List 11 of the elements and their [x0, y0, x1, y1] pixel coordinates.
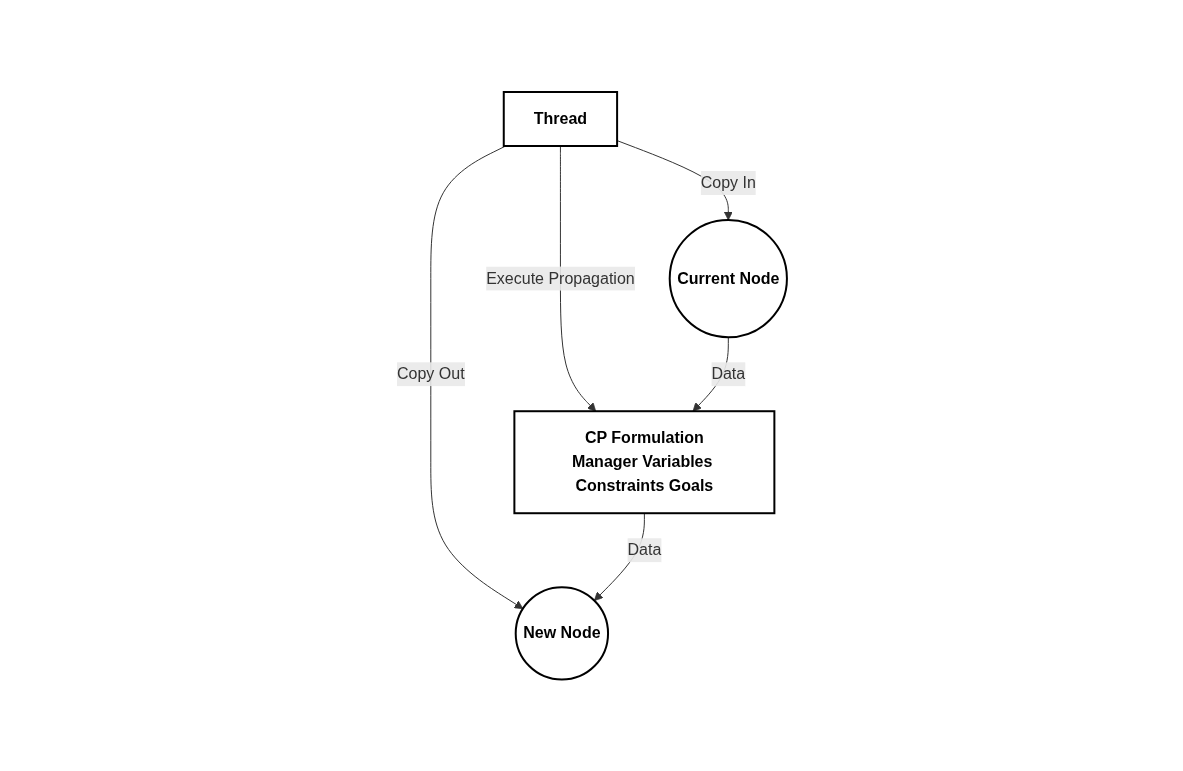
arrow — [559, 145, 596, 412]
edge-label: Data — [627, 540, 661, 558]
node-circle: New Node — [514, 585, 609, 681]
edge-label: Data — [710, 364, 745, 382]
node-box: Thread — [502, 90, 618, 147]
node-circle: Current Node — [668, 218, 788, 338]
node-box: CP Formulation Manager Variables Constraints Goals — [512, 409, 775, 514]
edge-label: Copy In — [700, 173, 756, 191]
edge-label: Execute Propagation — [485, 269, 635, 287]
edge-label: Copy Out — [396, 364, 465, 382]
arrow — [429, 145, 523, 609]
